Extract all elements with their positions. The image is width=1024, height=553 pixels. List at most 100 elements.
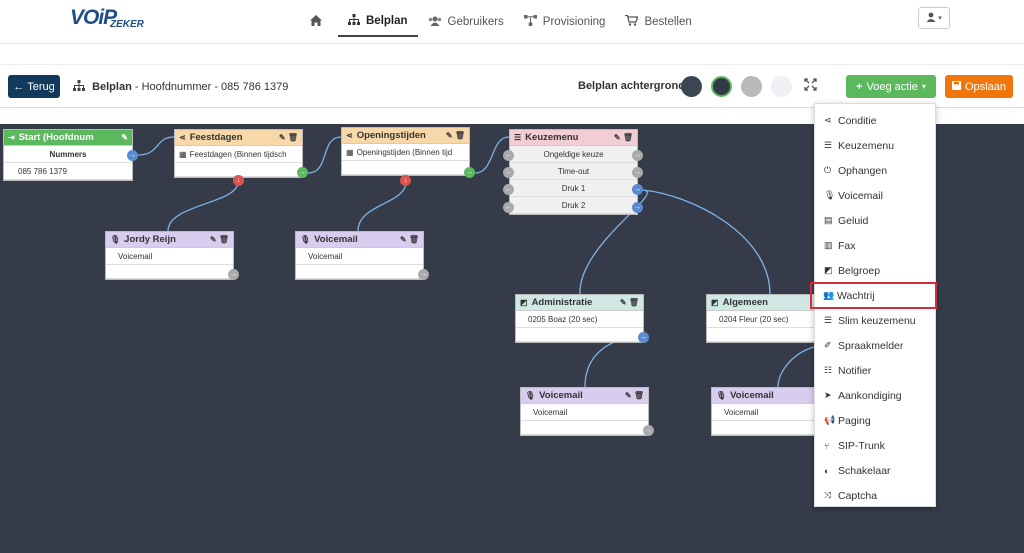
nav-provisioning[interactable]: Provisioning [514,7,616,37]
menu-item-schakelaar[interactable]: ◐Schakelaar [815,458,935,483]
add-action-dropdown: ⋖Conditie ☰Keuzemenu ⏻Ophangen 🎙Voicemai… [810,103,937,508]
menu-item-notifier[interactable]: ☷ Notifier [815,358,935,383]
menu-item-keuzemenu[interactable]: ☰Keuzemenu [815,133,935,158]
connector-out-icon[interactable]: → [418,269,429,280]
add-action-button[interactable]: + Voeg actie ▾ [846,75,936,98]
connector-false-icon[interactable]: ↓ [233,175,244,186]
connector-in-icon[interactable]: ← [503,202,514,213]
node-openingstijden[interactable]: ⋖ Openingstijden ✎ 🗑 ▦ Openingstijden (B… [341,127,470,176]
node-voicemail-2-footer [521,421,648,435]
menu-item-label: Captcha [838,489,878,502]
logo[interactable]: VOiP ZEKER [70,6,154,32]
menu-item-wachtrij[interactable]: 👥Wachtrij [810,282,937,309]
menu-item-geluid[interactable]: ▤Geluid [815,208,935,233]
shuffle-icon: ⤨ [824,490,832,500]
save-button[interactable]: Opslaan [945,75,1013,98]
node-start[interactable]: ⇥ Start (Hoofdnum ✎ Nummers 085 786 1379 [3,129,133,181]
background-swatch-3[interactable] [741,76,762,97]
keuzemenu-option-invalid: Ongeldige keuze [510,146,637,163]
connector-out-icon[interactable]: → [643,425,654,436]
connector-out-icon[interactable]: → [632,184,643,195]
menu-item-conditie[interactable]: ⋖Conditie [815,108,935,133]
nav-home[interactable] [300,7,338,37]
connector-true-icon[interactable]: → [464,167,475,178]
edit-delete-icons[interactable]: ✎ 🗑 [445,131,465,140]
breadcrumb: Belplan - Hoofdnummer - 085 786 1379 [73,80,288,93]
background-swatch-4[interactable] [771,76,792,97]
nav-bestellen-label: Bestellen [644,16,692,28]
expand-icon[interactable] [804,78,817,94]
list-icon: ☰ [824,315,833,325]
edit-delete-icons[interactable]: ✎ 🗑 [624,391,644,400]
node-keuzemenu[interactable]: ☰ Keuzemenu ✎ 🗑 Ongeldige keuze Time-out… [509,129,638,215]
microphone-icon: 🎙 [716,391,727,400]
file-audio-icon: ▤ [824,215,833,225]
list-ul-icon: ☷ [824,365,833,375]
node-algemeen[interactable]: ◩ Algemeen 0204 Fleur (20 sec) [706,294,835,343]
node-jordy-row: Voicemail [106,248,233,265]
node-voicemail-1[interactable]: 🎙 Voicemail ✎ 🗑 Voicemail [295,231,424,280]
edit-icon[interactable]: ✎ [121,133,128,142]
microphone-icon: 🎙 [525,391,536,400]
node-openingstijden-header[interactable]: ⋖ Openingstijden ✎ 🗑 [342,128,469,144]
node-jordy-header[interactable]: 🎙 Jordy Reijn ✎ 🗑 [106,232,233,248]
connector-in-icon[interactable]: ← [503,150,514,161]
menu-item-ophangen[interactable]: ⏻Ophangen [815,158,935,183]
menu-item-label: Notifier [838,364,872,377]
node-feestdagen[interactable]: ⋖ Feestdagen ✎ 🗑 ▦ Feestdagen (Binnen ti… [174,129,303,178]
edit-delete-icons[interactable]: ✎ 🗑 [399,235,419,244]
background-swatch-1[interactable] [681,76,702,97]
menu-item-fax[interactable]: ▥Fax [815,233,935,258]
node-administratie[interactable]: ◩ Administratie ✎ 🗑 0205 Boaz (20 sec) [515,294,644,343]
edit-delete-icons[interactable]: ✎ 🗑 [209,235,229,244]
nav-bestellen[interactable]: Bestellen [615,7,701,37]
breadcrumb-subtitle: - Hoofdnummer - 085 786 1379 [131,81,289,93]
connector-out-icon[interactable]: → [632,167,643,178]
node-feestdagen-header[interactable]: ⋖ Feestdagen ✎ 🗑 [175,130,302,146]
back-button[interactable]: ← Terug [8,75,60,98]
node-keuzemenu-title: Keuzemenu [525,132,579,143]
connector-out-icon[interactable]: → [228,269,239,280]
node-voicemail-2[interactable]: 🎙 Voicemail ✎ 🗑 Voicemail [520,387,649,436]
breadcrumb-title: Belplan [92,81,132,93]
connector-out-icon[interactable]: → [127,150,138,161]
pen-icon: ✐ [824,340,832,350]
connector-in-icon[interactable]: ← [503,167,514,178]
node-voicemail-2-header[interactable]: 🎙 Voicemail ✎ 🗑 [521,388,648,404]
nav-gebruikers[interactable]: Gebruikers [418,7,514,37]
logo-sub: ZEKER [110,19,144,30]
toggle-icon: ◐ [824,465,830,476]
user-menu-button[interactable]: ▾ [918,7,950,29]
connector-in-icon[interactable]: ← [503,184,514,195]
node-start-header[interactable]: ⇥ Start (Hoofdnum ✎ [4,130,132,146]
menu-item-slim-keuzemenu[interactable]: ☰Slim keuzemenu [815,308,935,333]
menu-item-captcha[interactable]: ⤨ Captcha [815,483,935,508]
node-voicemail-2-row: Voicemail [521,404,648,421]
menu-item-belgroep[interactable]: ◩Belgroep [815,258,935,283]
edit-delete-icons[interactable]: ✎ 🗑 [613,133,633,142]
list-icon: ☰ [824,140,833,150]
connector-out-icon[interactable]: → [632,202,643,213]
node-voicemail-1-title: Voicemail [314,234,358,245]
node-jordy-reijn[interactable]: 🎙 Jordy Reijn ✎ 🗑 Voicemail [105,231,234,280]
node-administratie-header[interactable]: ◩ Administratie ✎ 🗑 [516,295,643,311]
node-voicemail-3-header[interactable]: 🎙 Voicemail [712,388,839,404]
menu-item-paging[interactable]: 📢Paging [815,408,935,433]
menu-item-spraakmelder[interactable]: ✐Spraakmelder [815,333,935,358]
node-voicemail-1-header[interactable]: 🎙 Voicemail ✎ 🗑 [296,232,423,248]
background-swatch-2[interactable] [711,76,732,97]
menu-item-sip-trunk[interactable]: ⑂SIP-Trunk [815,433,935,458]
cart-icon [625,14,639,29]
node-voicemail-3-row: Voicemail [712,404,839,421]
connector-true-icon[interactable]: → [297,167,308,178]
connector-out-icon[interactable]: → [632,150,643,161]
nav-belplan[interactable]: Belplan [338,7,418,37]
connector-false-icon[interactable]: ↓ [400,175,411,186]
connector-out-icon[interactable]: → [638,332,649,343]
menu-item-aankondiging[interactable]: ➤Aankondiging [815,383,935,408]
node-keuzemenu-header[interactable]: ☰ Keuzemenu ✎ 🗑 [510,130,637,146]
edit-delete-icons[interactable]: ✎ 🗑 [278,133,298,142]
menu-item-voicemail[interactable]: 🎙Voicemail [815,183,935,208]
edit-delete-icons[interactable]: ✎ 🗑 [619,298,639,307]
node-algemeen-header[interactable]: ◩ Algemeen [707,295,834,311]
